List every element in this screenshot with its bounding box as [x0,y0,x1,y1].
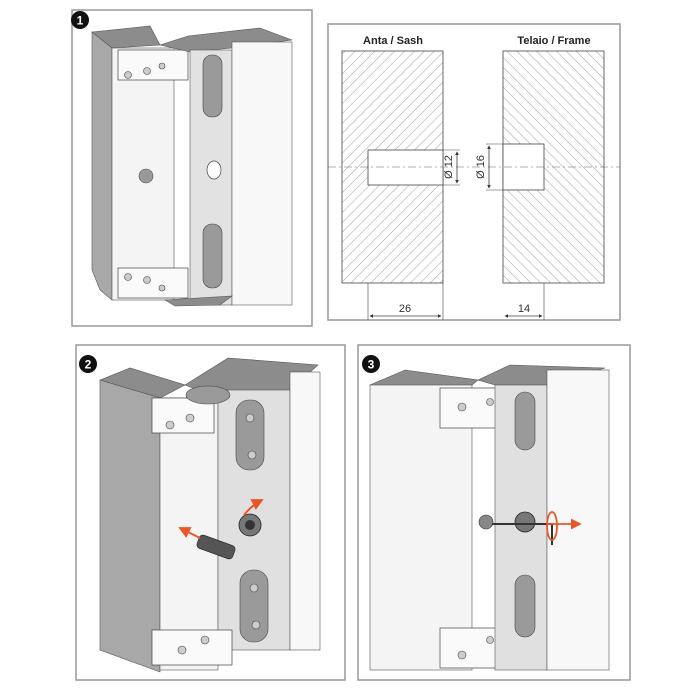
sash-plate-bottom [151,629,233,666]
step-2-number: 2 [85,358,92,372]
insert-arrow [178,527,201,539]
screw-icons [124,62,166,292]
frame-plate-top [202,54,223,118]
screw-icons [165,413,261,655]
technical-drawing-panel: Anta / Sash Telaio / Frame 26 14 Ø 1 [327,23,621,321]
frame-plate-bottom [514,574,536,638]
frame-plate-top [235,399,265,471]
hinge-top [185,385,231,405]
sash-plate-bottom [439,627,499,669]
sash-label: Anta / Sash [363,35,423,47]
frame-depth-dim: 14 [518,303,530,315]
frame-hole-diameter: Ø 16 [475,155,487,179]
sash-side [99,379,161,673]
screw-icons [457,398,494,660]
sash-hole [138,168,154,184]
frame-bushing [514,511,536,533]
sash-plate-bottom [117,267,189,299]
frame-plate-top [514,391,536,451]
bushing-center [245,520,255,530]
sash-depth-dim: 26 [399,303,411,315]
step-2-badge [79,355,97,373]
hinge-bottom [164,295,233,307]
sash-bore [367,149,444,186]
frame-label: Telaio / Frame [517,35,590,47]
step-1-panel: 1 [71,9,313,327]
rotate-arrow [243,499,264,516]
step-3-panel: 3 [357,344,631,681]
sash-hole-diameter: Ø 12 [443,155,455,179]
adjustable-pin [196,534,236,560]
step-1-badge [71,11,89,29]
rotate-arrow [546,511,558,541]
step-2-panel: 2 [75,344,346,681]
sash-bushing [478,514,494,530]
sash-side [91,31,113,301]
frame-face [231,41,293,306]
step-1-number: 1 [77,14,84,28]
sash-face [159,397,219,671]
sash-face [369,384,473,671]
sash-plate-top [439,387,499,429]
frame-plate-bottom [239,569,269,643]
frame-hole [206,160,222,180]
frame-plate-bottom [202,223,223,289]
step-3-number: 3 [368,358,375,372]
dimension-lines [367,143,545,320]
frame-face [289,371,321,651]
step-3-badge [362,355,380,373]
